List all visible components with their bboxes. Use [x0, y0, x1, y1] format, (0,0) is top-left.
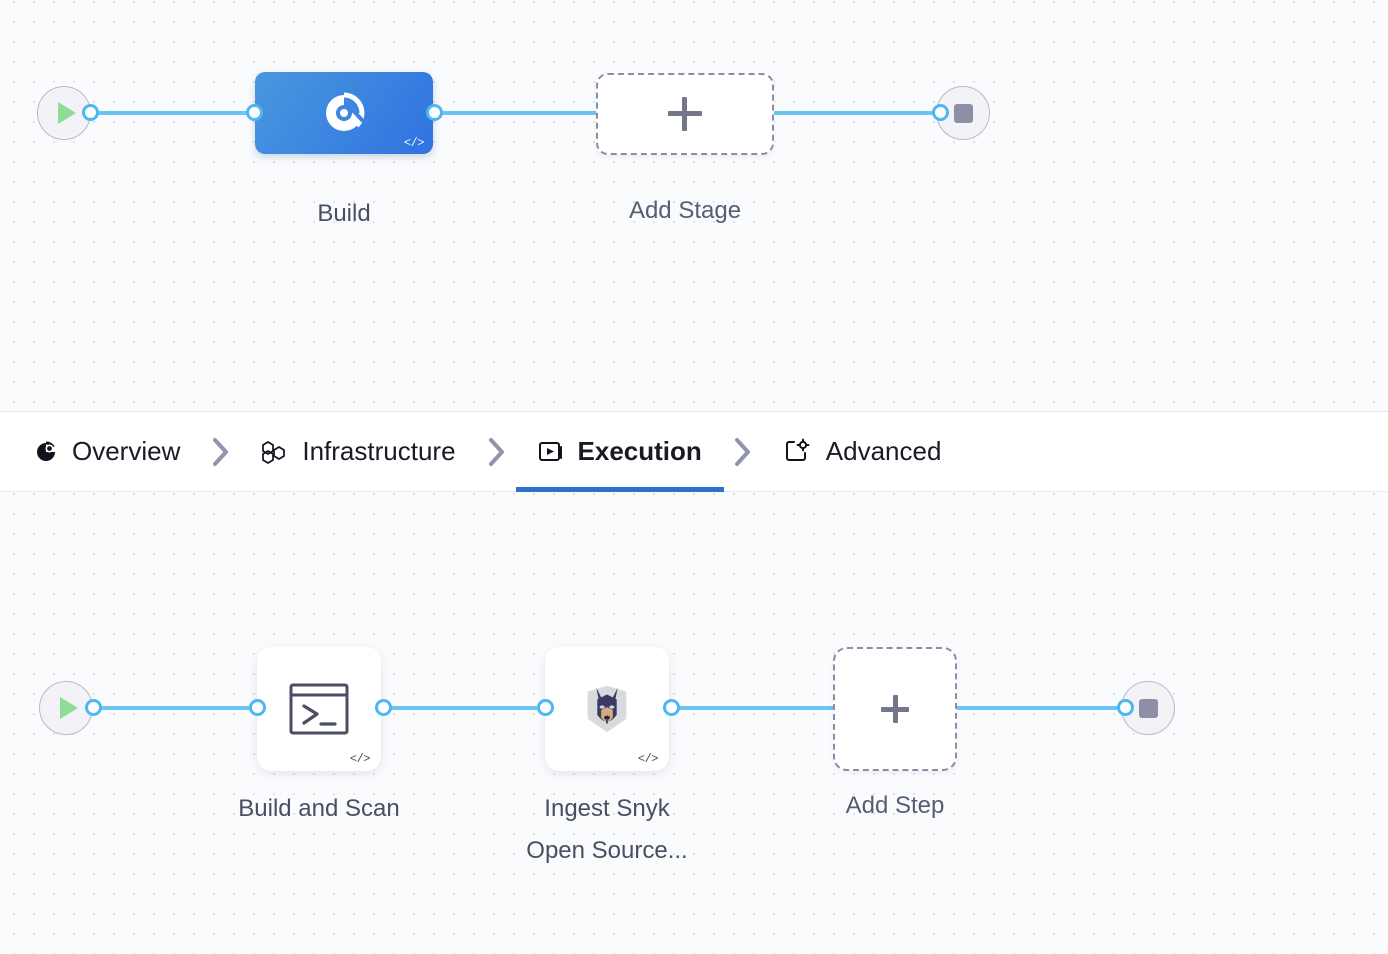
- connector-dot-step-end[interactable]: [1117, 699, 1134, 716]
- add-stage-label: Add Stage: [628, 197, 742, 224]
- connector-addstage-to-end: [766, 111, 946, 115]
- connector-addstep-to-end: [952, 706, 1132, 710]
- add-step-label: Add Step: [845, 792, 945, 819]
- terminal-icon: [289, 683, 349, 735]
- connector-dot-buildscan-in[interactable]: [249, 699, 266, 716]
- chevron-right-icon-3: [732, 435, 754, 469]
- step-label-ingest-snyk: Ingest Snyk Open Source...: [526, 795, 688, 864]
- connector-dot-start[interactable]: [82, 104, 99, 121]
- code-badge: </>: [637, 752, 659, 766]
- step-start-node[interactable]: [39, 681, 93, 735]
- play-icon: [59, 697, 78, 719]
- add-step-button[interactable]: [833, 647, 957, 771]
- connector-snyk-to-addstep: [664, 706, 844, 710]
- step-canvas[interactable]: </> Build and Scan </> Ingest Snyk Open …: [0, 492, 1388, 954]
- tab-label-advanced: Advanced: [825, 436, 942, 466]
- tab-advanced[interactable]: Advanced: [780, 412, 946, 491]
- tab-infrastructure[interactable]: Infrastructure: [258, 412, 459, 491]
- code-badge: </>: [349, 752, 371, 766]
- tab-execution[interactable]: Execution: [515, 412, 725, 492]
- connector-dot-snyk-out[interactable]: [663, 699, 680, 716]
- stage-config-tabbar: Overview Infrastructure Execution: [0, 411, 1388, 492]
- tab-label-execution: Execution: [577, 436, 702, 466]
- stage-pipeline-row: </> Build Add Stage: [0, 0, 1388, 411]
- code-badge: </>: [403, 136, 425, 150]
- step-pipeline-row: </> Build and Scan </> Ingest Snyk Open …: [0, 492, 1388, 954]
- overview-icon: [34, 440, 58, 464]
- connector-dot-step-start[interactable]: [85, 699, 102, 716]
- plus-icon: [881, 695, 909, 723]
- stage-canvas[interactable]: </> Build Add Stage: [0, 0, 1388, 411]
- connector-buildscan-to-snyk: [376, 706, 551, 710]
- step-node-build-and-scan-body[interactable]: </>: [257, 647, 381, 771]
- infrastructure-icon: [262, 439, 288, 465]
- plus-icon: [668, 97, 702, 131]
- connector-start-to-buildscan: [92, 706, 267, 710]
- snyk-dog-icon: [587, 685, 627, 733]
- add-stage-button[interactable]: [596, 73, 774, 155]
- build-stage-icon: [326, 92, 365, 131]
- step-node-ingest-snyk[interactable]: </>: [545, 647, 669, 771]
- advanced-icon: [784, 438, 812, 466]
- connector-dot-snyk-in[interactable]: [537, 699, 554, 716]
- connector-dot-buildscan-out[interactable]: [375, 699, 392, 716]
- connector-dot-build-out[interactable]: [426, 104, 443, 121]
- tab-overview[interactable]: Overview: [30, 412, 184, 491]
- connector-start-to-build: [90, 111, 260, 115]
- stop-icon: [953, 103, 973, 123]
- connector-dot-build-in[interactable]: [246, 104, 263, 121]
- chevron-right-icon-1: [210, 435, 232, 469]
- step-label-build-and-scan: Build and Scan: [238, 795, 400, 822]
- tab-label-overview: Overview: [72, 436, 181, 466]
- chevron-right-icon-2: [486, 435, 508, 469]
- stop-icon: [1138, 698, 1158, 718]
- play-icon: [57, 102, 76, 124]
- execution-icon: [538, 439, 564, 465]
- tab-label-infrastructure: Infrastructure: [302, 436, 456, 466]
- connector-build-to-addstage: [430, 111, 605, 115]
- connector-dot-end[interactable]: [932, 104, 949, 121]
- stage-node-build[interactable]: </>: [255, 72, 433, 154]
- stage-label-build: Build: [317, 200, 371, 227]
